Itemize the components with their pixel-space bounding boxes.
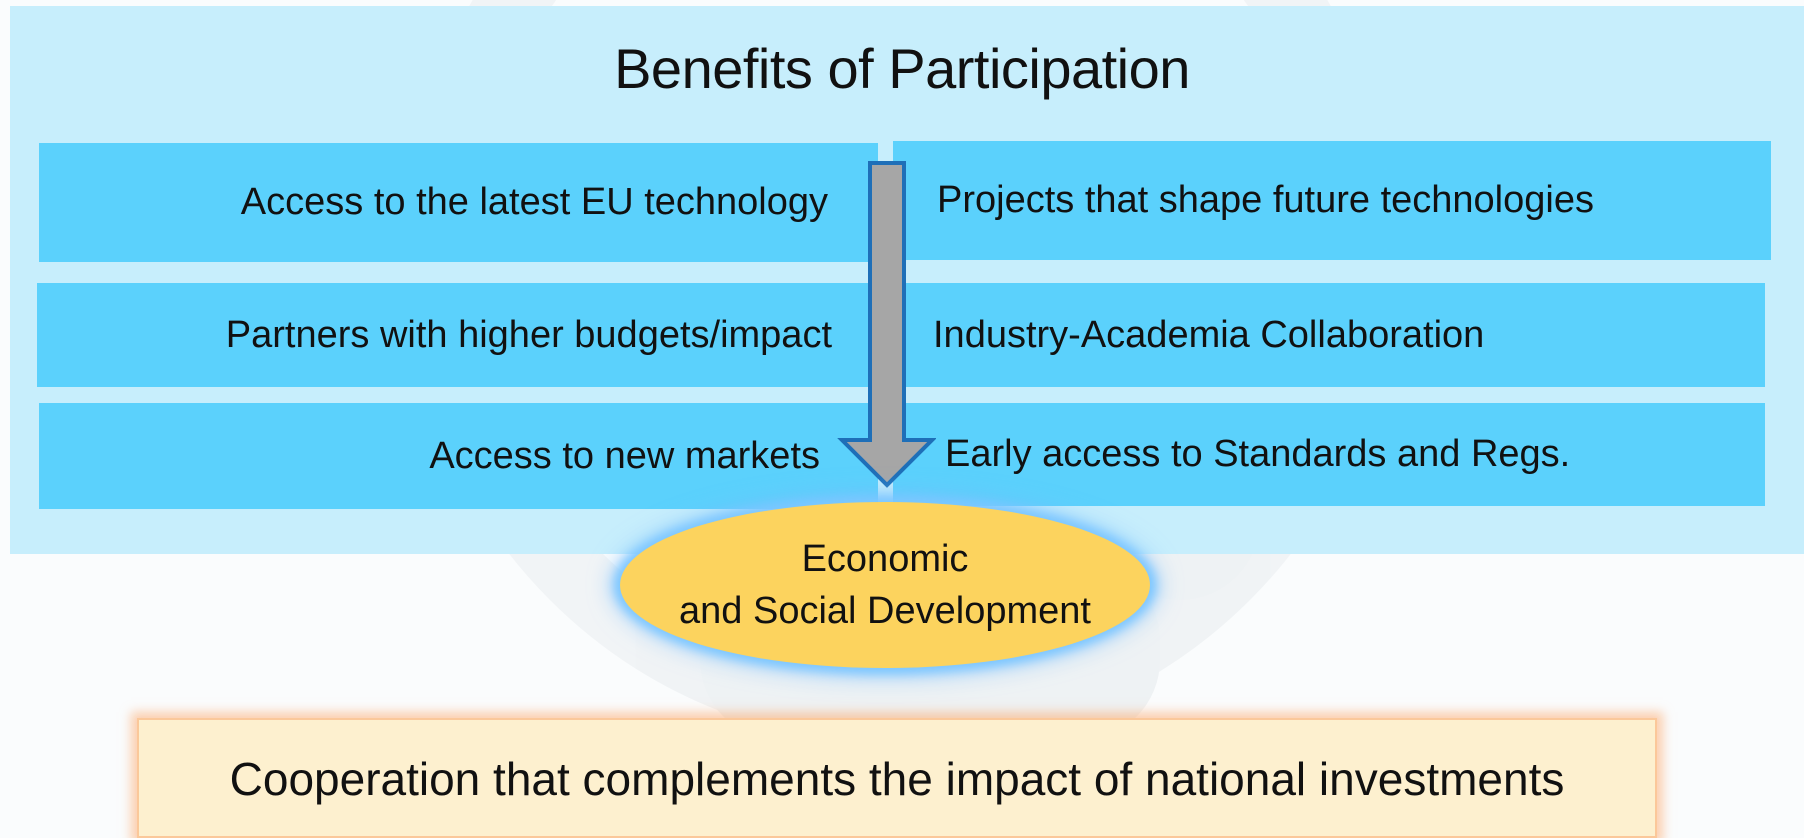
benefit-box-latest-eu-technology: Access to the latest EU technology bbox=[39, 143, 878, 262]
footer-text: Cooperation that complements the impact … bbox=[229, 753, 1565, 805]
outcome-line-2: and Social Development bbox=[679, 590, 1091, 632]
benefit-label: Access to new markets bbox=[429, 434, 820, 477]
benefit-label: Partners with higher budgets/impact bbox=[225, 313, 832, 356]
footer-banner: Cooperation that complements the impact … bbox=[137, 718, 1657, 838]
benefit-box-partners-budgets: Partners with higher budgets/impact bbox=[37, 283, 878, 387]
benefit-box-future-technologies: Projects that shape future technologies bbox=[893, 141, 1771, 260]
benefit-label: Early access to Standards and Regs. bbox=[945, 433, 1571, 475]
benefit-label: Industry-Academia Collaboration bbox=[933, 313, 1485, 356]
benefit-box-new-markets: Access to new markets bbox=[39, 403, 878, 509]
down-arrow-icon bbox=[837, 161, 936, 488]
outcome-ellipse: Economic and Social Development bbox=[620, 502, 1150, 668]
benefit-label: Access to the latest EU technology bbox=[240, 181, 828, 223]
benefit-box-standards-regs: Early access to Standards and Regs. bbox=[893, 403, 1765, 506]
page-title: Benefits of Participation bbox=[614, 37, 1190, 100]
outcome-line-1: Economic bbox=[801, 538, 969, 580]
benefit-label: Projects that shape future technologies bbox=[937, 179, 1594, 221]
benefit-box-industry-academia: Industry-Academia Collaboration bbox=[893, 283, 1765, 387]
